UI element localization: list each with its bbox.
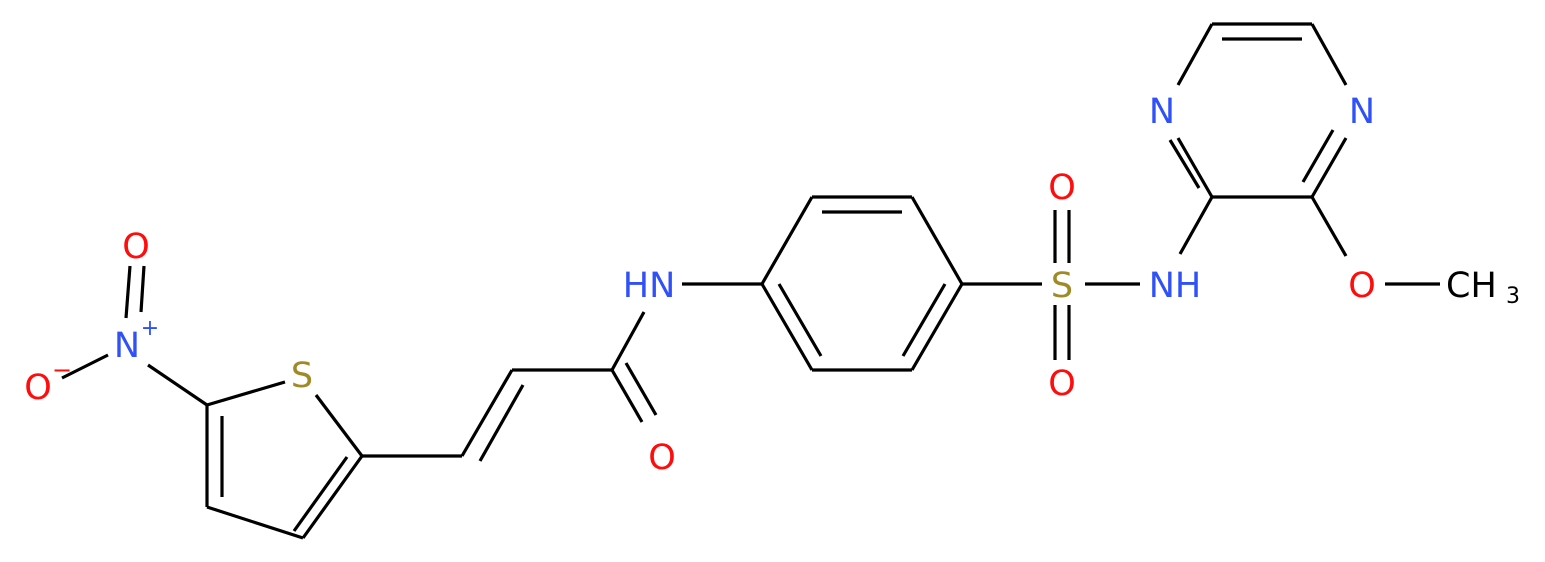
bond-vinyl-double-inner — [478, 384, 525, 462]
bond-benzene-c6-c1-inner — [777, 283, 823, 357]
atom-label-nitro-o-minus: O — [24, 368, 52, 408]
atom-label-sulfonyl-o-top: O — [1048, 168, 1076, 208]
bond-pyrazine-c5-n4 — [1310, 23, 1348, 86]
bond-benzene-c3-c4 — [910, 196, 964, 285]
bond-thiophene-c2-c3 — [301, 455, 364, 539]
bond-pyrazine-n4-c3-inner — [1301, 129, 1335, 183]
bond-nh-pyrazine — [1178, 196, 1214, 255]
atom-label-nitro-n: N — [114, 326, 140, 366]
atom-label-thiophene-s: S — [291, 356, 313, 396]
bond-carbonyl-c-o — [610, 369, 644, 423]
bond-nitro-n-o-double-inner — [139, 265, 146, 313]
bond-pyrazine-n4-c3 — [1310, 137, 1348, 198]
atom-label-methoxy-o: O — [1348, 266, 1376, 306]
atom-label-sulfonamide-nh: NH — [1149, 266, 1202, 306]
bond-benzene-c4-c5 — [910, 283, 964, 371]
atom-label-methyl-subscript: 3 — [1506, 284, 1520, 309]
bond-pyrazine-c2-n1-inner — [1168, 139, 1201, 189]
bond-nitro-n-thiophene-c5 — [147, 363, 208, 407]
bond-benzene-c1-c2 — [760, 196, 814, 285]
atom-label-pyrazine-n4: N — [1349, 92, 1375, 132]
bond-pyrazine-n1-c6 — [1176, 23, 1214, 86]
atom-label-amide-nh: HN — [623, 266, 676, 306]
bond-nitro-n-o-single — [61, 353, 109, 380]
atom-label-nitro-o-top: O — [122, 227, 150, 267]
bond-vinyl-double — [460, 369, 514, 457]
bond-thiophene-s-c2 — [314, 394, 364, 457]
bond-benzene-c4-c5-inner — [901, 283, 947, 357]
bond-thiophene-c5-s — [206, 380, 286, 407]
bond-lines — [61, 22, 1440, 540]
atom-label-sulfonyl-s: S — [1051, 266, 1073, 306]
atom-charge-nitro-n-plus: + — [141, 316, 159, 341]
atom-label-sulfonyl-o-bottom: O — [1048, 364, 1076, 404]
bond-pyrazine-c2-n1 — [1176, 137, 1214, 198]
bond-carbonyl-c-nh — [610, 311, 646, 371]
atom-label-pyrazine-n1: N — [1149, 92, 1175, 132]
atom-label-carbonyl-o: O — [648, 438, 676, 478]
bond-nitro-n-o-double — [124, 265, 132, 319]
bond-pyrazine-c3-o — [1310, 196, 1348, 257]
atom-labels: O N + O − S O HN S O O NH N N O CH 3 — [24, 92, 1520, 478]
atom-charge-nitro-o-minus: − — [52, 356, 72, 384]
atom-label-methyl: CH — [1446, 266, 1497, 306]
bond-thiophene-c3-c4 — [206, 505, 304, 540]
bond-thiophene-c2-c3-inner — [292, 456, 349, 532]
bond-carbonyl-c-o-inner — [624, 362, 658, 416]
bond-benzene-c6-c1 — [760, 283, 814, 371]
